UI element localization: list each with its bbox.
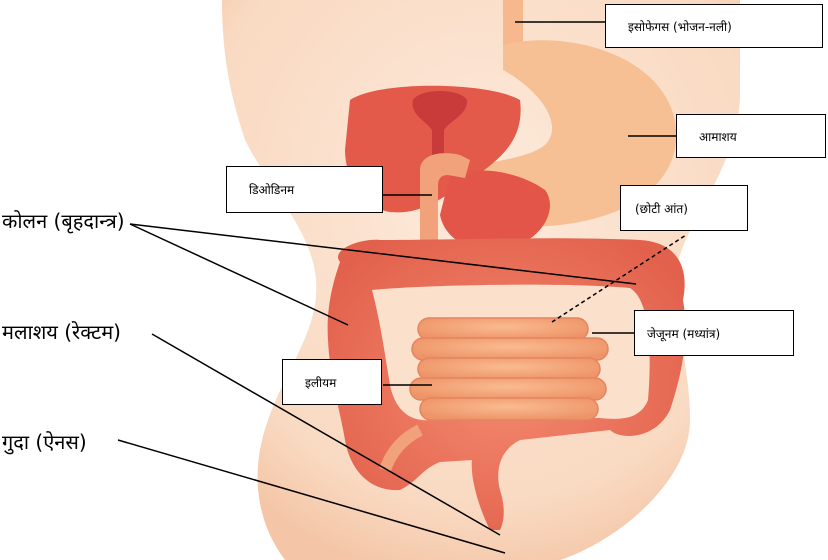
label-esophagus-text: इसोफेगस (भोजन-नली) — [628, 18, 732, 35]
label-stomach: आमाशय — [676, 114, 826, 158]
label-duodenum-text: डिओडिनम — [249, 181, 294, 198]
label-duodenum: डिओडिनम — [226, 166, 383, 213]
label-anus: गुदा (ऐनस) — [2, 428, 87, 455]
label-ileum: इलीयम — [282, 359, 382, 405]
label-rectum: मलाशय (रेक्टम) — [2, 318, 121, 345]
label-jejunum: जेजूनम (मध्यांत्र) — [634, 310, 794, 356]
label-colon: कोलन (बृहदान्त्र) — [2, 207, 125, 234]
label-jejunum-text: जेजूनम (मध्यांत्र) — [647, 325, 720, 342]
label-small-intestine: (छोटी आंत) — [620, 185, 748, 231]
label-small-intestine-text: (छोटी आंत) — [635, 200, 688, 217]
label-ileum-text: इलीयम — [305, 374, 336, 391]
label-esophagus: इसोफेगस (भोजन-नली) — [605, 4, 823, 48]
label-stomach-text: आमाशय — [699, 128, 737, 145]
